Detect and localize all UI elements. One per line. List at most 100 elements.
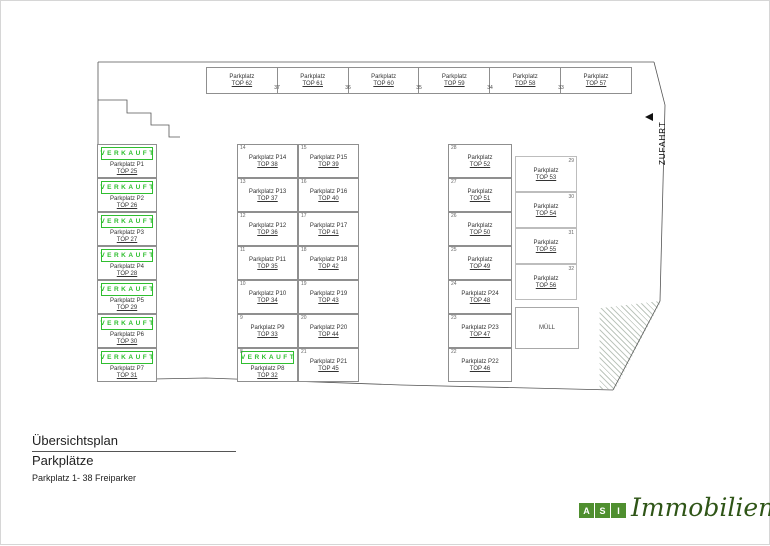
parking-space-number: 26: [451, 213, 457, 219]
parking-label-line1: Parkplatz P6: [109, 332, 145, 338]
parking-label-line2: TOP 27: [116, 237, 138, 243]
parking-label-line2: TOP 50: [469, 229, 491, 236]
parking-label-line2: TOP 49: [469, 263, 491, 270]
space-divider-number: 33: [558, 85, 564, 91]
parking-label-line1: Parkplatz: [441, 74, 467, 80]
parking-cell: 23 Parkplatz P23 TOP 47: [448, 314, 512, 348]
parking-space-number: 30: [568, 194, 574, 200]
parking-space-number: 20: [301, 315, 307, 321]
parking-cell: 8 VERKAUFT Parkplatz P8 TOP 32: [237, 348, 298, 382]
parking-label-line2: TOP 62: [231, 81, 253, 87]
entrance-arrow-icon: [645, 113, 653, 121]
parking-label-line1: Parkplatz P2: [109, 196, 145, 202]
plan-title: Übersichtsplan: [32, 433, 236, 452]
parking-label-line2: TOP 60: [373, 81, 394, 87]
parking-label-line2: TOP 37: [257, 195, 278, 202]
parking-label-line1: Parkplatz P17: [309, 222, 348, 229]
parking-label-line2: TOP 59: [444, 81, 465, 87]
parking-label-line2: TOP 51: [469, 195, 491, 202]
company-logo: A S I Immobilien GmbH: [579, 493, 770, 522]
parking-cell: Parkplatz TOP 62: [207, 68, 278, 93]
parking-space-number: 27: [451, 179, 457, 185]
parking-label-line2: TOP 44: [318, 331, 339, 338]
logo-name: Immobilien: [631, 493, 770, 522]
parking-space-number: 9: [240, 315, 243, 321]
parking-label-line2: TOP 58: [514, 81, 536, 87]
parking-label-line1: Parkplatz P20: [309, 324, 348, 331]
parking-label-line1: Parkplatz P5: [109, 298, 145, 304]
parking-label-line1: Parkplatz P22: [461, 358, 499, 365]
parking-cell: 31 Parkplatz TOP 55: [515, 228, 577, 264]
parking-cell: VERKAUFT Parkplatz P6 TOP 30: [97, 314, 157, 348]
parking-space-number: 12: [240, 213, 246, 219]
parking-label-line1: Parkplatz: [467, 154, 493, 161]
parking-label-line2: TOP 47: [469, 331, 491, 338]
parking-cell: Parkplatz TOP 57: [561, 68, 631, 93]
parking-space-number: 17: [301, 213, 307, 219]
parking-label-line1: Parkplatz: [467, 188, 493, 195]
space-divider-number: 36: [345, 85, 351, 91]
parking-space-number: 24: [451, 281, 457, 287]
plan-subtitle: Parkplätze: [32, 453, 94, 468]
parking-label-line2: TOP 46: [469, 365, 491, 372]
space-divider-number: 35: [416, 85, 422, 91]
parking-label-line2: TOP 28: [116, 271, 138, 277]
parking-cell: VERKAUFT Parkplatz P4 TOP 28: [97, 246, 157, 280]
parking-cell: 32 Parkplatz TOP 56: [515, 264, 577, 300]
parking-label-line2: TOP 54: [535, 210, 557, 217]
parking-label-line1: Parkplatz: [533, 275, 559, 282]
parking-cell: 21 Parkplatz P21 TOP 45: [298, 348, 359, 382]
parking-cell: VERKAUFT Parkplatz P7 TOP 31: [97, 348, 157, 382]
parking-label-line2: TOP 38: [257, 161, 278, 168]
verkauft-badge: VERKAUFT: [100, 147, 153, 160]
parking-label-line2: TOP 61: [302, 81, 323, 87]
parking-label-line1: Parkplatz P9: [250, 324, 285, 331]
parking-cell: 28 Parkplatz TOP 52: [448, 144, 512, 178]
parking-cell: 30 Parkplatz TOP 54: [515, 192, 577, 228]
parking-label-line1: Parkplatz P19: [309, 290, 348, 297]
verkauft-badge: VERKAUFT: [100, 181, 153, 194]
verkauft-badge: VERKAUFT: [241, 351, 294, 364]
parking-label-line2: TOP 39: [318, 161, 339, 168]
parking-label-line1: Parkplatz P8: [250, 366, 285, 372]
parking-label-line1: Parkplatz P12: [248, 222, 287, 229]
parking-label-line1: Parkplatz: [371, 74, 397, 80]
verkauft-badge: VERKAUFT: [100, 351, 153, 364]
parking-space-number: 28: [451, 145, 457, 151]
parking-label-line1: Parkplatz P7: [109, 366, 145, 372]
logo-letter-i: I: [611, 503, 626, 518]
parking-space-number: 25: [451, 247, 457, 253]
parking-label-line1: Parkplatz P13: [248, 188, 287, 195]
parking-space-number: 16: [301, 179, 307, 185]
verkauft-badge: VERKAUFT: [100, 283, 153, 296]
parking-label-line1: Parkplatz P23: [461, 324, 499, 331]
parking-label-line2: TOP 57: [585, 81, 607, 87]
parking-cell: 24 Parkplatz P24 TOP 48: [448, 280, 512, 314]
parking-cell: 27 Parkplatz TOP 51: [448, 178, 512, 212]
parking-label-line2: TOP 52: [469, 161, 491, 168]
parking-cell: Parkplatz TOP 59: [419, 68, 491, 93]
parking-label-line2: TOP 29: [116, 305, 138, 311]
verkauft-badge: VERKAUFT: [100, 249, 153, 262]
parking-space-number: 15: [301, 145, 307, 151]
parking-label-line1: Parkplatz P18: [309, 256, 348, 263]
parking-label-line1: Parkplatz P1: [109, 162, 145, 168]
parking-label-line1: Parkplatz: [467, 222, 493, 229]
parking-label-line2: TOP 55: [535, 246, 557, 253]
verkauft-badge: VERKAUFT: [100, 317, 153, 330]
parking-label-line1: Parkplatz P14: [248, 154, 287, 161]
logo-letter-a: A: [579, 503, 594, 518]
parking-cell: VERKAUFT Parkplatz P2 TOP 26: [97, 178, 157, 212]
parking-label-line2: TOP 35: [257, 263, 278, 270]
parking-cell: 15 Parkplatz P15 TOP 39: [298, 144, 359, 178]
parking-label-line1: Parkplatz P24: [461, 290, 499, 297]
parking-label-line2: TOP 32: [257, 373, 278, 379]
parking-label-line1: Parkplatz: [533, 203, 559, 210]
parking-cell: VERKAUFT Parkplatz P5 TOP 29: [97, 280, 157, 314]
parking-label-line2: TOP 25: [116, 169, 138, 175]
parking-space-number: 23: [451, 315, 457, 321]
space-divider-number: 37: [274, 85, 280, 91]
garbage-enclosure: MÜLL: [515, 307, 579, 349]
